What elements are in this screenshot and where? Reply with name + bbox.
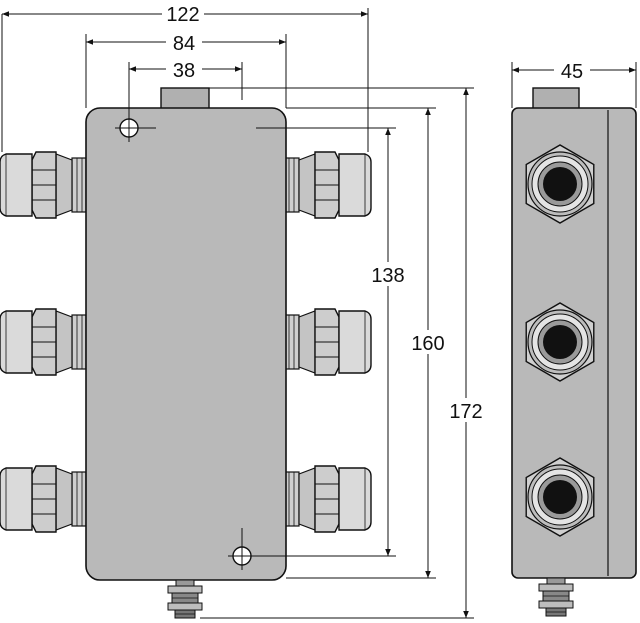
ground-terminal [167, 579, 203, 619]
dim-port-pitch-height: 138 [371, 265, 404, 287]
fitting-right-top [284, 151, 372, 219]
dim-body-width: 84 [173, 33, 195, 55]
mounting-hole-top [115, 114, 156, 142]
side-top-connector [532, 87, 580, 111]
top-connector [160, 87, 210, 111]
left-fittings [0, 151, 87, 533]
fitting-left-middle [0, 308, 87, 376]
dim-side-depth: 45 [561, 61, 583, 83]
fitting-left-top [0, 151, 87, 219]
enclosure-body [85, 107, 287, 581]
fitting-left-bottom [0, 465, 87, 533]
side-view [508, 87, 637, 617]
front-view [0, 87, 372, 619]
side-ground-terminal [538, 577, 574, 617]
dim-overall-height: 172 [449, 401, 482, 423]
dim-overall-width: 122 [166, 4, 199, 26]
right-fittings [284, 151, 372, 533]
dim-port-spacing: 38 [173, 60, 195, 82]
fitting-right-middle [284, 308, 372, 376]
dimension-labels: 122 84 38 45 138 160 172 [162, 2, 590, 423]
dim-body-height: 160 [411, 333, 444, 355]
fitting-right-bottom [284, 465, 372, 533]
